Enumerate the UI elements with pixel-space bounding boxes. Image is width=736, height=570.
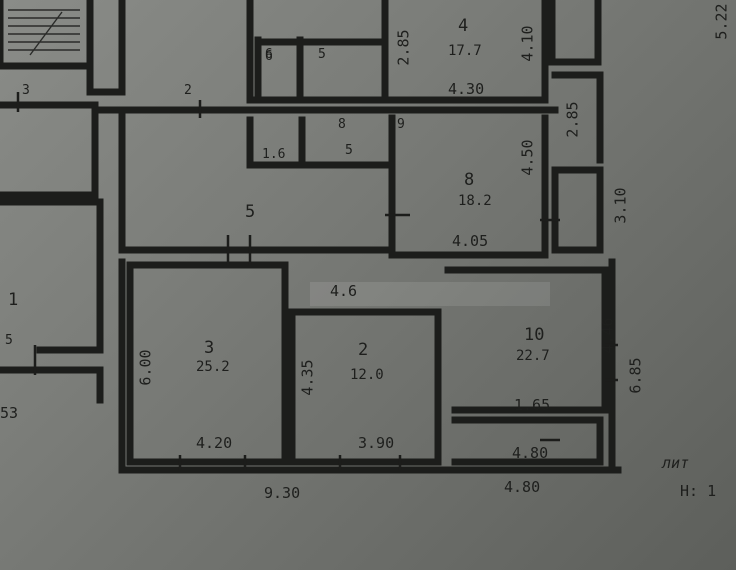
small-label: 3 [22,83,30,98]
small-label: 1.6 [262,147,286,162]
small-label: 5 [5,333,13,348]
stair-walls [551,166,604,254]
stair-hatching [8,9,80,56]
dim-left-edge: 53 [0,404,19,422]
room-4-walls [246,0,549,104]
dim-total-left: 9.30 [264,484,301,502]
room-2-area: 12.0 [350,367,384,383]
room-10-number: 10 [524,325,545,345]
left-wing-lower [0,198,104,354]
small-label: 8 [338,117,346,132]
room-10-walls [444,266,609,414]
room-8-number: 8 [464,170,475,190]
small-label: 2 [184,83,192,98]
small-rooms-walls [246,116,389,169]
liter-label: лит [662,454,690,472]
dim-stair-depth: 3.10 [611,187,630,224]
door-ticks [16,92,618,470]
dim-room10-depth: 6.85 [626,357,645,394]
room-3-walls [126,261,289,466]
room-6-walls [254,0,389,104]
dim-room4-depth: 2.85 [394,29,413,66]
right-shaft [551,71,604,164]
corridor-wall [451,416,604,466]
room-10-area: 22.7 [516,348,550,364]
hall-walls [118,111,394,254]
dim-room10-inner: 4.46 [598,317,617,354]
small-label: 6 [265,47,273,62]
room-8-area: 18.2 [458,193,492,209]
dim-total-right: 4.80 [504,478,541,496]
dim-room2-width: 3.90 [358,434,395,452]
left-wing-bottom [0,366,104,404]
room-2-walls [288,308,442,466]
dim-room2-depth: 4.35 [298,359,317,396]
dim-corridor-b: 1.65 [514,396,551,414]
room-4-number: 4 [458,16,469,36]
small-label: 9 [397,117,405,132]
room-5-number: 5 [245,202,256,222]
room-3-area: 25.2 [196,359,230,375]
dim-room3-width: 4.20 [196,434,233,452]
room-2-number: 2 [358,340,369,360]
dim-room3-depth: 6.00 [136,349,155,386]
dim-corridor-a: 4.6 [330,282,358,300]
height-label: H: 1 [680,482,717,500]
watermark-stamp [310,282,550,306]
dim-room4-width: 4.30 [448,80,485,98]
left-wing-walls [0,101,99,199]
dim-top-right-b: 5.22 [712,3,731,40]
room-1-number: 1 [8,290,19,310]
shaft-left [86,0,126,96]
room-3-number: 3 [204,338,215,358]
dim-top-right-a: 4.10 [518,25,537,62]
small-label: 5 [318,47,326,62]
room-4-area: 17.7 [448,43,482,59]
dim-room8-width: 4.05 [452,232,489,250]
right-column [548,0,602,66]
room-6-number: 6 [265,49,273,64]
small-label: 5 [345,143,353,158]
dim-room8-depth: 4.50 [518,139,537,176]
dim-hall-side: 2.85 [563,101,582,138]
room-8-walls [388,114,549,259]
dim-corridor-c: 4.80 [512,444,549,462]
